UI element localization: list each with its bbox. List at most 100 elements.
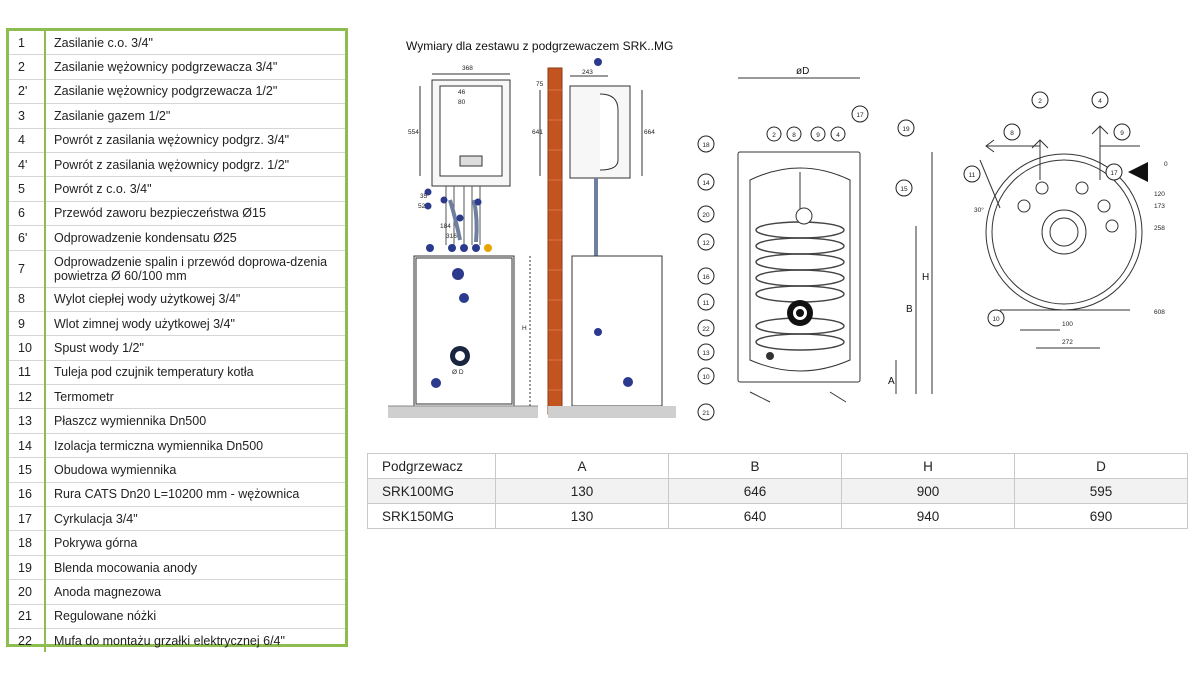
dim-top-angle: 30°: [974, 206, 984, 214]
dim-top-120: 120: [1154, 191, 1165, 198]
legend-text: Zasilanie wężownicy podgrzewacza 3/4": [45, 54, 345, 80]
dim-316: 316: [446, 233, 457, 240]
svg-text:15: 15: [900, 186, 908, 193]
legend-text: Izolacja termiczna wymiennika Dn500: [45, 433, 345, 459]
legend-text: Pokrywa górna: [45, 530, 345, 556]
legend-text: Zasilanie gazem 1/2": [45, 103, 345, 129]
legend-text: Powrót z c.o. 3/4": [45, 176, 345, 202]
dim-front-small2: 80: [458, 99, 466, 106]
legend-text: Powrót z zasilania wężownicy podgrz. 3/4…: [45, 128, 345, 153]
svg-text:11: 11: [969, 172, 976, 179]
dim-243: 243: [582, 69, 593, 76]
legend-number: 22: [9, 628, 46, 653]
legend-number: 21: [9, 604, 46, 629]
legend-number: 4: [9, 128, 46, 153]
dim-top-258: 258: [1154, 225, 1165, 232]
header-a: A: [495, 453, 669, 479]
dim-front-height: 554: [408, 129, 419, 136]
legend-text: Tuleja pod czujnik temperatury kotła: [45, 360, 345, 386]
svg-text:11: 11: [703, 300, 710, 307]
header-b: B: [668, 453, 842, 479]
callout-11-side-icon: [594, 328, 602, 336]
svg-text:10: 10: [702, 374, 710, 381]
legend-number: 4': [9, 152, 46, 178]
legend-row: 6'Odprowadzenie kondensatu Ø25: [9, 225, 345, 251]
legend-text: Obudowa wymiennika: [45, 457, 345, 483]
legend-number: 2: [9, 54, 46, 80]
svg-text:9: 9: [816, 132, 820, 139]
legend-text: Zasilanie c.o. 3/4": [45, 31, 345, 56]
legend-number: 1: [9, 31, 46, 56]
svg-text:19: 19: [902, 126, 910, 133]
dim-top-173: 173: [1154, 203, 1165, 210]
legend-row: 4'Powrót z zasilania wężownicy podgrz. 1…: [9, 152, 345, 178]
dim-tank-b: B: [906, 304, 913, 315]
cell-d: 690: [1014, 503, 1188, 529]
legend-number: 13: [9, 408, 46, 434]
callout-10-side-icon: [623, 377, 633, 387]
dim-52: 52: [418, 203, 426, 210]
svg-text:18: 18: [702, 142, 710, 149]
table-row: SRK100MG 130 646 900 595: [367, 478, 1188, 504]
svg-text:17: 17: [1110, 170, 1118, 177]
top-callouts: [963, 91, 1131, 327]
legend-number: 19: [9, 555, 46, 581]
svg-text:4: 4: [1098, 98, 1102, 105]
cell-d: 595: [1014, 478, 1188, 504]
technical-drawing: 368 554 46 80 35 52 184 316 H Ø D 243 75…: [388, 58, 1168, 421]
front-view: [388, 73, 538, 418]
dim-front-small1: 46: [458, 89, 466, 96]
legend-number: 6': [9, 225, 46, 251]
drain-icon: [766, 352, 774, 360]
svg-text:8: 8: [792, 132, 796, 139]
cell-a: 130: [495, 503, 669, 529]
svg-text:20: 20: [702, 212, 710, 219]
cell-b: 646: [668, 478, 842, 504]
label-od-front: Ø D: [452, 369, 464, 376]
cell-model: SRK100MG: [367, 478, 496, 504]
cell-a: 130: [495, 478, 669, 504]
svg-text:10: 10: [992, 316, 1000, 323]
legend-text: Odprowadzenie kondensatu Ø25: [45, 225, 345, 251]
dim-tank-h: H: [922, 272, 929, 283]
svg-text:12: 12: [702, 240, 710, 247]
legend-number: 8: [9, 287, 46, 312]
legend-number: 20: [9, 579, 46, 605]
legend-text: Spust wody 1/2": [45, 335, 345, 361]
legend-text: Rura CATS Dn20 L=10200 mm - wężownica: [45, 482, 345, 508]
table-row: SRK150MG 130 640 940 690: [367, 503, 1188, 529]
legend-number: 5: [9, 176, 46, 202]
legend-text: Przewód zaworu bezpieczeństwa Ø15: [45, 201, 345, 227]
svg-text:17: 17: [856, 112, 864, 119]
dim-top-100: 100: [1062, 321, 1073, 328]
side-view: [539, 67, 676, 418]
dim-664: 664: [644, 129, 655, 136]
legend-number: 15: [9, 457, 46, 483]
cell-b: 640: [668, 503, 842, 529]
dim-h-front: H: [522, 325, 527, 332]
legend-number: 6: [9, 201, 46, 227]
legend-text: Powrót z zasilania wężownicy podgrz. 1/2…: [45, 152, 345, 178]
dim-641: 641: [532, 129, 543, 136]
svg-text:16: 16: [702, 274, 710, 281]
dim-184: 184: [440, 223, 451, 230]
legend-number: 3: [9, 103, 46, 129]
legend-text: Zasilanie wężownicy podgrzewacza 1/2": [45, 79, 345, 105]
cell-h: 940: [841, 503, 1015, 529]
legend-number: 12: [9, 384, 46, 410]
cell-h: 900: [841, 478, 1015, 504]
dimension-table-header: Podgrzewacz A B H D: [367, 453, 1188, 479]
circulation-arrow-icon: [1128, 162, 1148, 182]
